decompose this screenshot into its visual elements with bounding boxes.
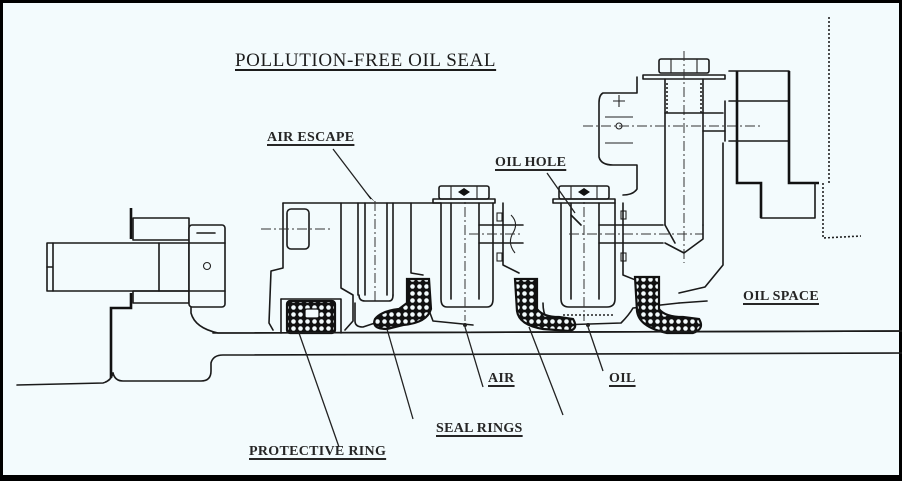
leader-seal-ring-1 [386, 328, 414, 420]
leader-air-escape [332, 148, 372, 200]
leader-oil [587, 326, 604, 372]
leader-air [464, 326, 484, 388]
seal-ring-2 [513, 277, 577, 333]
label-air: AIR [488, 371, 515, 386]
leader-seal-ring-2 [528, 326, 564, 416]
label-air-escape: AIR ESCAPE [267, 130, 355, 145]
diagram-title: POLLUTION-FREE OIL SEAL [235, 50, 497, 71]
shaft-line [212, 330, 902, 334]
seal-ring-1 [373, 277, 433, 331]
label-oil-space: OIL SPACE [743, 289, 819, 304]
seal-ring-3 [633, 275, 703, 335]
label-oil: OIL [609, 371, 636, 386]
label-seal-rings: SEAL RINGS [436, 421, 523, 436]
left-bolt [46, 217, 226, 308]
right-housing [583, 17, 862, 294]
leader-oil-hole [546, 172, 576, 214]
oil-seal-drawing [16, 17, 902, 448]
label-protective-ring: PROTECTIVE RING [249, 444, 387, 459]
label-oil-hole: OIL HOLE [495, 155, 567, 170]
leader-protective-ring [298, 332, 340, 448]
leader-lines [298, 148, 604, 448]
protective-ring [280, 298, 342, 335]
seal-housing [261, 185, 708, 331]
